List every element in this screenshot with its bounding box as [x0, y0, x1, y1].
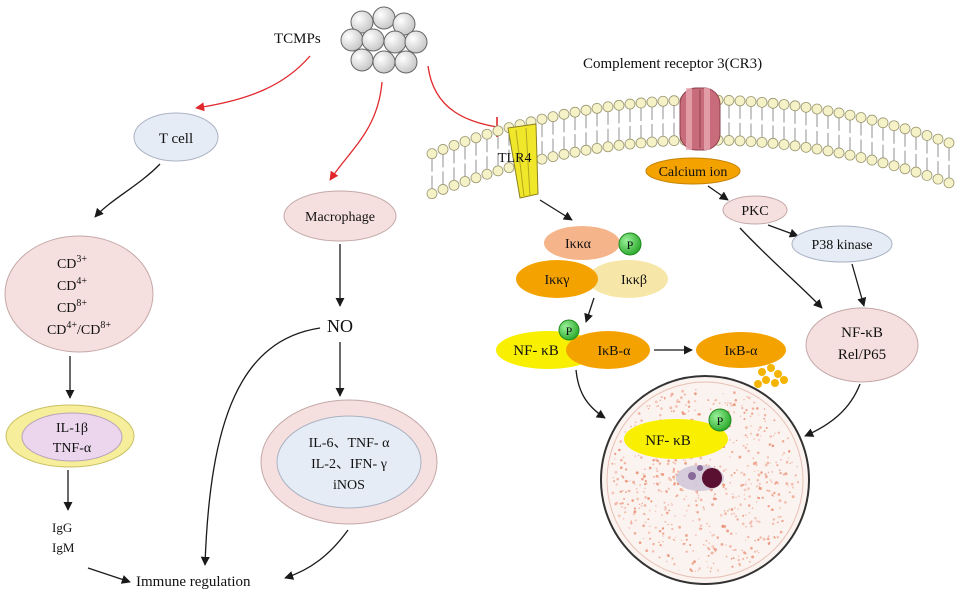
arrow-tlr4-to-ikk [539, 199, 573, 221]
red-inhibit-line-to-tlr4 [427, 65, 498, 128]
phospho-p-ikk-icon [618, 232, 642, 256]
arrow-ig-to-immune [87, 567, 131, 584]
pkc-node [722, 195, 788, 225]
cytokines-node [276, 415, 422, 509]
p-nucleus-label: P [717, 414, 724, 428]
il-tnf-node [21, 412, 123, 462]
arrow-pkc-to-nfkb [739, 227, 823, 309]
ikkg-label: Iκκγ [545, 273, 570, 288]
relp65-label: Rel/P65 [838, 347, 886, 363]
nfkb-nucleus-label: NF- κB [645, 433, 690, 449]
cd4-cd8-label: CD4+/CD8+ [47, 320, 111, 338]
il1b-label: IL-1β [56, 421, 88, 436]
arrow-pkc-to-p38 [767, 224, 799, 238]
arrow-nfkb-to-nucleus [804, 383, 861, 437]
ikkb-label: Iκκβ [621, 273, 647, 288]
macrophage-node [283, 190, 397, 242]
ikba-bound-label: IκB-α [597, 344, 631, 359]
ikba-degradation-icon [754, 364, 788, 388]
tlr4-label: TLR4 [498, 151, 531, 166]
ikka-label: Iκκα [565, 237, 592, 252]
cytokines-line2: IL-2、IFN- γ [311, 457, 387, 472]
ikkg-node [516, 260, 598, 298]
t-cell-label: T cell [159, 131, 193, 147]
immune-regulation-label: Immune regulation [136, 574, 251, 590]
tlr4-receptor-icon [507, 123, 539, 199]
arrow-calcium-to-pkc [707, 185, 729, 201]
cd-markers-node [4, 235, 154, 353]
cytokines-line3: iNOS [333, 478, 365, 493]
p-complex-label: P [566, 324, 573, 338]
nucleolus-icon [676, 465, 724, 491]
ikkb-node [588, 260, 668, 298]
no-label: NO [327, 316, 353, 336]
red-arrow-to-tcell [195, 55, 311, 112]
nfkb-complex-label: NF- κB [513, 343, 558, 359]
cr3-receptor-icon [679, 87, 721, 151]
nfkb-nucleus-node [624, 419, 728, 459]
calcium-ion-node [645, 157, 741, 185]
red-arrow-to-macrophage [329, 81, 383, 181]
phospho-p-complex-icon [558, 319, 580, 341]
tnfa-left-label: TNF-α [53, 441, 92, 456]
arrow-cytokines-to-immune [284, 529, 349, 580]
cr3-label: Complement receptor 3(CR3) [583, 56, 762, 72]
arrow-nfkb-to-nucleus-left [575, 369, 606, 419]
nfkb-relp65-node [805, 307, 919, 383]
ikba-free-label: IκB-α [724, 344, 758, 359]
macrophage-label: Macrophage [305, 210, 375, 225]
p38-label: P38 kinase [811, 238, 872, 253]
ikba-free-node [696, 332, 786, 368]
igg-label: IgG [52, 520, 72, 535]
p-ikk-label: P [627, 238, 634, 252]
tcmps-cluster-icon [340, 6, 428, 74]
tcmps-label: TCMPs [274, 31, 321, 47]
t-cell-node [133, 112, 219, 162]
arrow-tcell-to-cd [94, 163, 161, 218]
nucleus-inner-envelope [606, 381, 804, 579]
phospho-p-nucleus-icon [708, 408, 732, 432]
calcium-ion-label: Calcium ion [659, 165, 728, 180]
p38-node [791, 225, 893, 263]
cytokines-line1: IL-6、TNF- α [309, 436, 390, 451]
arrow-no-to-immune [200, 327, 321, 566]
arrow-p38-to-nfkb [851, 263, 867, 307]
nfkb-right-label: NF-κB [841, 325, 883, 341]
chromatin-dots [611, 389, 800, 573]
ikba-bound-node [566, 331, 650, 369]
arrow-ikk-to-nfkb [584, 297, 595, 323]
igm-label: IgM [52, 540, 75, 555]
pkc-label: PKC [741, 204, 768, 219]
ikka-node [544, 226, 620, 260]
